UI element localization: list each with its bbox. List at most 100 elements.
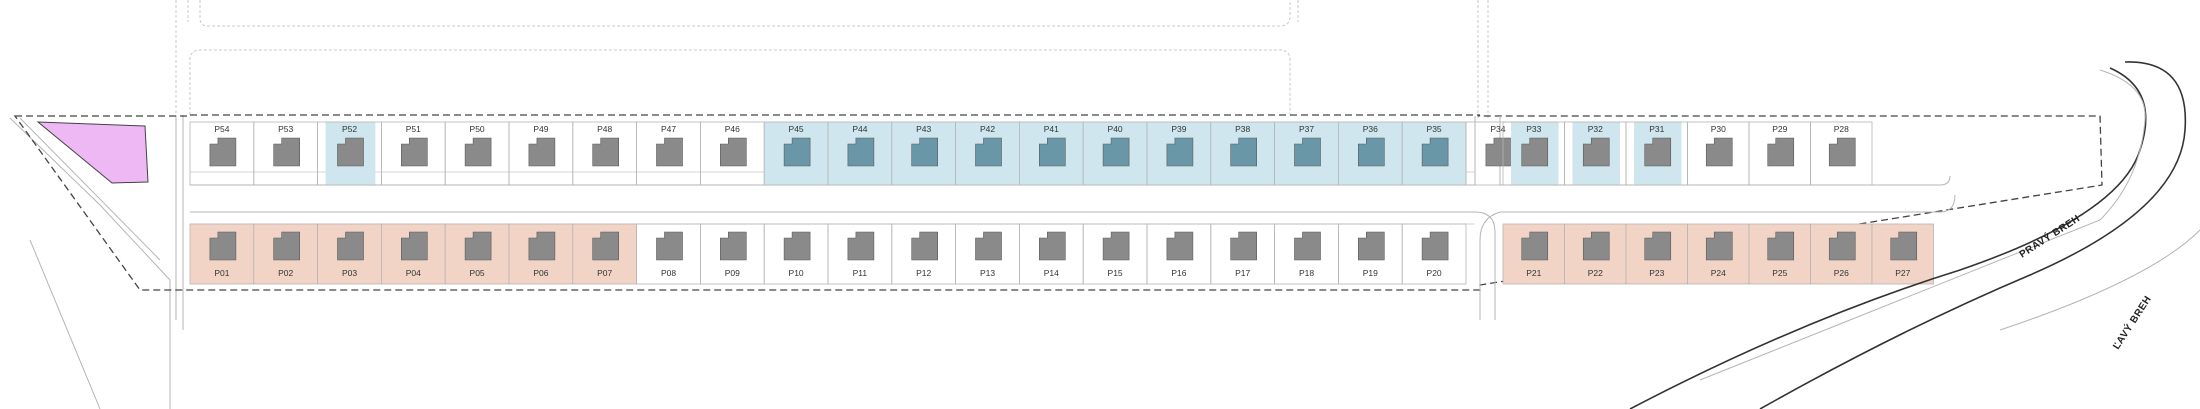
plot-p34[interactable]: P34 (1465, 121, 1531, 186)
plot-p27[interactable]: P27 (1871, 223, 1934, 285)
plot-label: P06 (533, 268, 548, 278)
plot-p19[interactable]: P19 (1338, 223, 1403, 285)
plot-label: P34 (1490, 124, 1505, 134)
plot-label: P21 (1526, 268, 1541, 278)
plot-p26[interactable]: P26 (1810, 223, 1873, 285)
plot-p20[interactable]: P20 (1401, 223, 1467, 285)
plot-p39[interactable]: P39 (1146, 121, 1212, 186)
plot-label: P38 (1235, 124, 1250, 134)
plot-p24[interactable]: P24 (1687, 223, 1750, 285)
plot-label: P29 (1772, 124, 1787, 134)
plot-p04[interactable]: P04 (380, 223, 446, 285)
plot-p41[interactable]: P41 (1019, 121, 1084, 186)
plot-p15[interactable]: P15 (1082, 223, 1148, 285)
plot-p31[interactable]: P31 (1625, 121, 1688, 186)
plot-p11[interactable]: P11 (827, 223, 893, 285)
site-boundary (13, 114, 2103, 291)
plot-p10[interactable]: P10 (763, 223, 829, 285)
house-footprint (656, 231, 683, 261)
house-footprint (1166, 137, 1194, 167)
plot-p14[interactable]: P14 (1019, 223, 1084, 285)
plot-label: P44 (852, 124, 867, 134)
plot-label: P20 (1427, 268, 1442, 278)
house-footprint (1421, 137, 1449, 167)
plot-p33[interactable]: P33 (1502, 121, 1565, 186)
house-footprint (1705, 137, 1733, 167)
plot-p16[interactable]: P16 (1146, 223, 1212, 285)
house-footprint (1230, 231, 1257, 261)
plot-p09[interactable]: P09 (700, 223, 765, 285)
house-footprint (592, 137, 619, 167)
plot-p52[interactable]: P52 (317, 121, 382, 186)
plot-p43[interactable]: P43 (891, 121, 956, 186)
left-parcel-lines (9, 115, 184, 409)
plot-label: P19 (1363, 268, 1378, 278)
plot-p05[interactable]: P05 (444, 223, 510, 285)
plot-p36[interactable]: P36 (1338, 121, 1403, 186)
plot-p13[interactable]: P13 (955, 223, 1020, 285)
plot-p02[interactable]: P02 (253, 223, 319, 285)
plot-p44[interactable]: P44 (827, 121, 893, 186)
plot-p35[interactable]: P35 (1401, 121, 1467, 186)
plot-p06[interactable]: P06 (508, 223, 574, 285)
plot-p37[interactable]: P37 (1274, 121, 1339, 186)
plot-p18[interactable]: P18 (1274, 223, 1339, 285)
plot-p08[interactable]: P08 (636, 223, 701, 285)
plot-label: P36 (1363, 124, 1378, 134)
plot-label: P10 (789, 268, 804, 278)
plot-p45[interactable]: P45 (763, 121, 829, 186)
house-footprint (656, 137, 683, 167)
plot-label: P16 (1171, 268, 1186, 278)
house-footprint (528, 231, 556, 261)
plot-p23[interactable]: P23 (1625, 223, 1688, 285)
plot-p03[interactable]: P03 (317, 223, 382, 285)
plot-p51[interactable]: P51 (380, 121, 446, 186)
plot-p46[interactable]: P46 (700, 121, 765, 186)
plot-label: P22 (1588, 268, 1603, 278)
plot-p28[interactable]: P28 (1810, 121, 1873, 186)
plot-label: P04 (406, 268, 421, 278)
plot-p29[interactable]: P29 (1748, 121, 1811, 186)
plot-label: P41 (1044, 124, 1059, 134)
plot-p53[interactable]: P53 (253, 121, 319, 186)
plot-p30[interactable]: P30 (1687, 121, 1750, 186)
plot-label: P23 (1649, 268, 1664, 278)
house-footprint (1644, 231, 1672, 261)
plot-p17[interactable]: P17 (1210, 223, 1276, 285)
house-footprint (847, 137, 875, 167)
plot-p01[interactable]: P01 (189, 223, 255, 285)
plot-p22[interactable]: P22 (1564, 223, 1627, 285)
plot-p12[interactable]: P12 (891, 223, 956, 285)
house-footprint (1521, 137, 1549, 167)
plot-p54[interactable]: P54 (189, 121, 255, 186)
house-footprint (464, 137, 492, 167)
plot-label: P39 (1171, 124, 1186, 134)
plot-label: P43 (916, 124, 931, 134)
plot-p50[interactable]: P50 (444, 121, 510, 186)
house-footprint (911, 231, 938, 261)
plot-label: P30 (1711, 124, 1726, 134)
house-footprint (209, 137, 237, 167)
plot-p21[interactable]: P21 (1502, 223, 1565, 285)
plot-label: P46 (725, 124, 740, 134)
plot-p25[interactable]: P25 (1748, 223, 1811, 285)
plot-p32[interactable]: P32 (1564, 121, 1627, 186)
plot-label: P14 (1044, 268, 1059, 278)
plot-p47[interactable]: P47 (636, 121, 701, 186)
plot-p40[interactable]: P40 (1082, 121, 1148, 186)
plot-label: P49 (533, 124, 548, 134)
plot-p48[interactable]: P48 (572, 121, 637, 186)
plot-p49[interactable]: P49 (508, 121, 574, 186)
house-footprint (401, 231, 428, 261)
plot-label: P40 (1108, 124, 1123, 134)
house-footprint (1358, 231, 1385, 261)
house-footprint (1767, 231, 1795, 261)
plot-label: P09 (725, 268, 740, 278)
plot-p38[interactable]: P38 (1210, 121, 1276, 186)
plot-p07[interactable]: P07 (572, 223, 637, 285)
plot-label: P35 (1427, 124, 1442, 134)
plot-p42[interactable]: P42 (955, 121, 1020, 186)
